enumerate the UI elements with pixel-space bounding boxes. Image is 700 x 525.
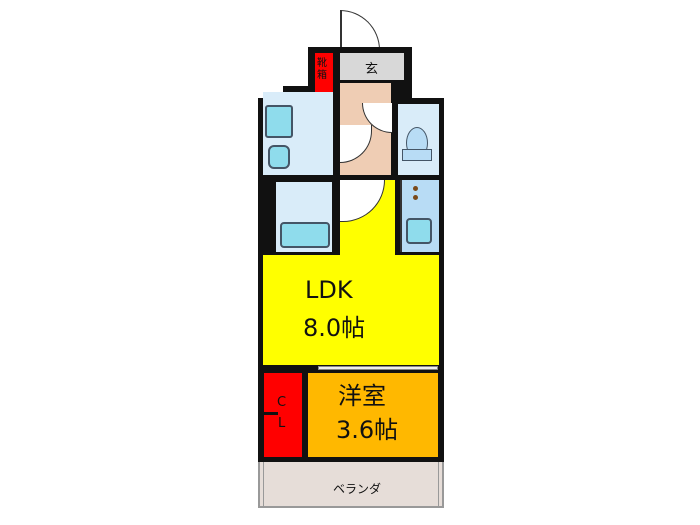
closet-label-l: L: [278, 416, 286, 431]
ldk-size: 8.0帖: [303, 314, 366, 342]
entrance-label: 玄: [365, 62, 379, 77]
entry-door-swing: [340, 10, 380, 50]
toilet-tank-icon: [402, 149, 432, 161]
western-room-size: 3.6帖: [336, 416, 399, 444]
entrance: [340, 53, 404, 80]
closet-wall-stub: [264, 412, 278, 415]
shoe-box: [315, 53, 333, 98]
closet: [264, 373, 302, 457]
ldk: [263, 255, 439, 365]
washing-machine-icon: [268, 145, 290, 169]
sink-icon: [265, 105, 293, 138]
balcony-label: ベランダ: [333, 482, 382, 496]
shoe-box-label: 靴箱: [317, 58, 327, 81]
balcony: [258, 462, 444, 508]
closet-label-c: C: [277, 395, 287, 410]
ldk-label: LDK: [305, 276, 353, 304]
stove-icon: [413, 186, 418, 191]
balcony-inner-line: [263, 462, 439, 507]
bathtub-icon: [280, 222, 330, 248]
western-room-label: 洋室: [338, 382, 386, 410]
kitchen-sink-icon: [406, 218, 432, 244]
sliding-door: [318, 366, 438, 370]
western-room: [308, 373, 438, 457]
